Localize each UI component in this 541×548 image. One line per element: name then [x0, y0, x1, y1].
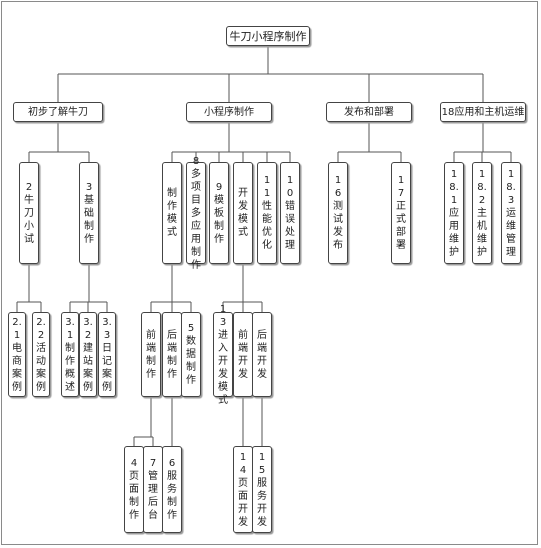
node-5-data: 5数据制作: [181, 312, 201, 397]
node-3-2: 3.2建站案例: [79, 312, 97, 397]
node-15-service-dev: 15服务开发: [252, 446, 272, 533]
node-frontend-dev: 前端开发: [233, 312, 253, 397]
node-18-2: 18.2主机维护: [472, 162, 492, 264]
node-make-mode: 制作模式: [162, 162, 182, 264]
node-ops: 18应用和主机运维: [440, 102, 526, 122]
node-18-1: 18.1应用维护: [444, 162, 464, 264]
node-intro: 初步了解牛刀: [13, 102, 103, 122]
node-6-service: 6服务制作: [162, 446, 182, 533]
node-frontend-make: 前端制作: [141, 312, 161, 397]
node-4-page: 4页面制作: [124, 446, 144, 533]
node-backend-dev: 后端开发: [252, 312, 272, 397]
node-14-page-dev: 14页面开发: [233, 446, 253, 533]
node-3-3: 3.3日记案例: [98, 312, 116, 397]
node-16-test: 16测试发布: [328, 162, 348, 264]
node-3-basic: 3基础制作: [79, 162, 99, 264]
node-17-deploy: 17正式部署: [391, 162, 411, 264]
node-root: 牛刀小程序制作: [226, 26, 310, 46]
node-8-multi: 8多项目多应用制作: [186, 156, 206, 271]
node-backend-make: 后端制作: [162, 312, 182, 397]
node-publish-deploy: 发布和部署: [326, 102, 412, 122]
node-2-2: 2.2活动案例: [32, 312, 50, 397]
node-dev-mode: 开发模式: [233, 162, 253, 264]
node-7-admin: 7管理后台: [143, 446, 163, 533]
node-10-error: 10错误处理: [280, 162, 300, 264]
node-3-1: 3.1制作概述: [61, 312, 79, 397]
node-miniprogram: 小程序制作: [186, 102, 272, 122]
node-9-template: 9模板制作: [209, 162, 229, 264]
node-2-trial: 2牛刀小试: [19, 162, 39, 264]
node-2-1: 2.1电商案例: [8, 312, 26, 397]
node-18-3: 18.3运维管理: [501, 162, 521, 264]
node-13-enter-dev: 13进入开发模式: [213, 304, 233, 406]
node-11-perf: 11性能优化: [257, 162, 277, 264]
